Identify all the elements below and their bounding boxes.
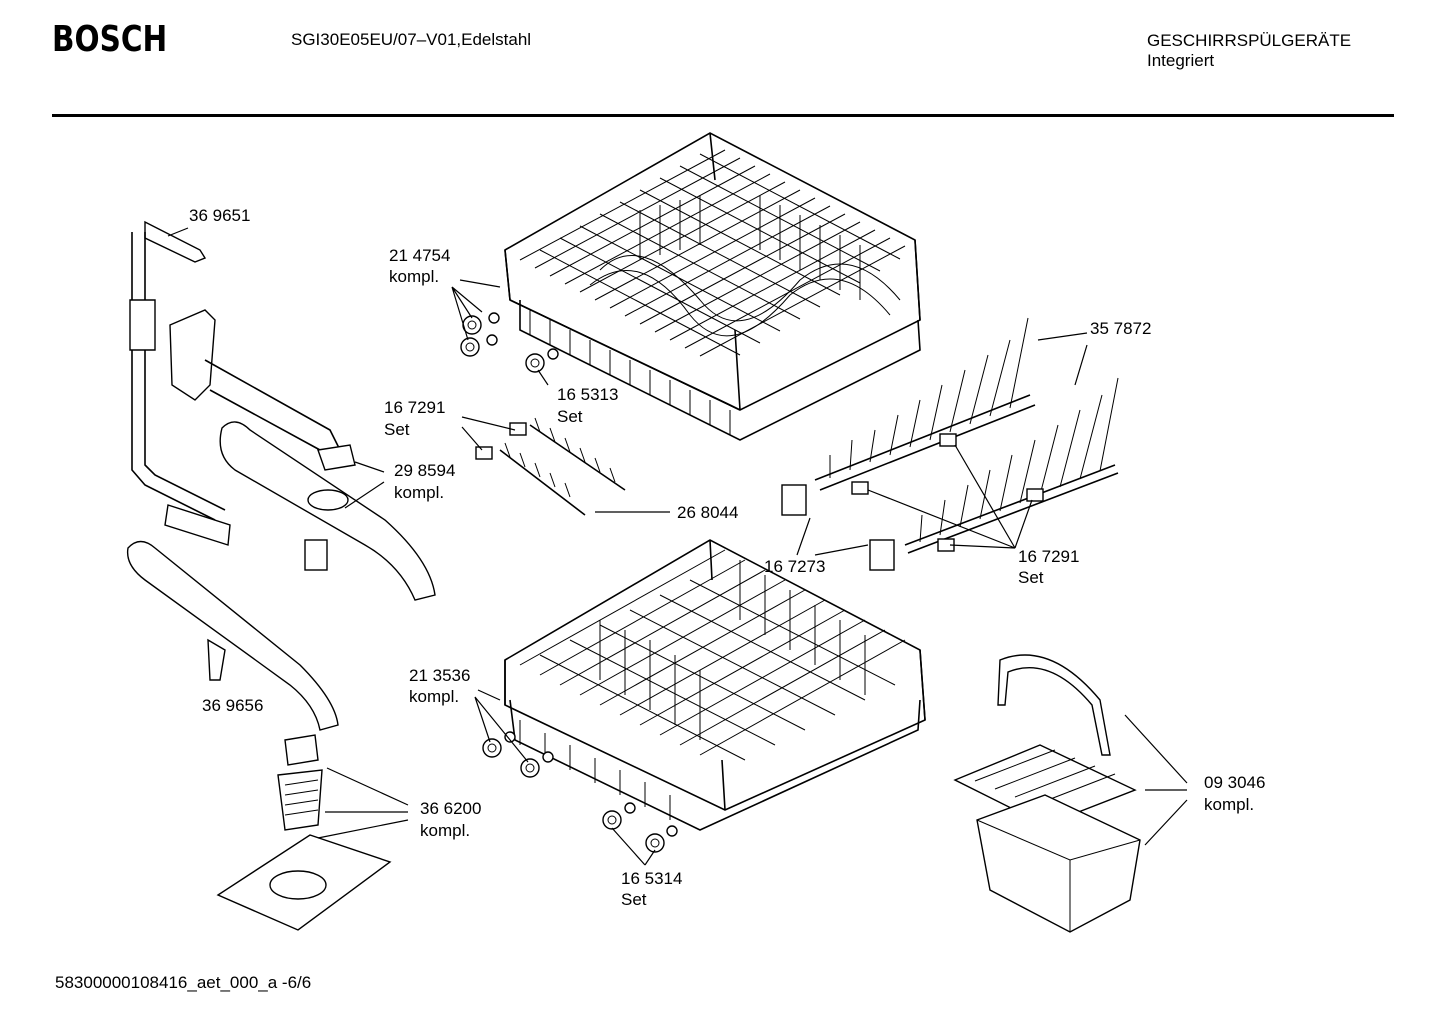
label-214754-sub: kompl.: [389, 267, 439, 286]
label-298594-sub: kompl.: [394, 483, 444, 502]
label-093046-sub: kompl.: [1204, 795, 1254, 814]
label-167291-a: 16 7291: [384, 398, 445, 417]
filter-366200: [216, 734, 392, 931]
category-subtitle: Integriert: [1147, 51, 1215, 70]
label-093046: 09 3046: [1204, 773, 1265, 792]
label-165314-sub: Set: [621, 890, 647, 909]
model-number: SGI30E05EU/07–V01,Edelstahl: [291, 30, 532, 49]
spray-arm-upper: [219, 421, 436, 601]
label-165313: 16 5313: [557, 385, 618, 404]
label-357872: 35 7872: [1090, 319, 1151, 338]
label-165313-sub: Set: [557, 407, 583, 426]
label-268044: 26 8044: [677, 503, 738, 522]
part-labels: 36 9651 21 4754 kompl. 16 5313 Set 35 78…: [189, 206, 1265, 909]
label-167273: 16 7273: [764, 557, 825, 576]
spray-arm-lower-369656: [126, 540, 339, 731]
upper-basket: [504, 132, 921, 441]
lower-wheels: [482, 731, 678, 853]
upper-rollers: [460, 312, 559, 373]
label-165314: 16 5314: [621, 869, 682, 888]
cutlery-basket-093046: [953, 654, 1141, 933]
rack-combs-357872: [814, 317, 1119, 554]
label-366200-sub: kompl.: [420, 821, 470, 840]
label-214754: 21 4754: [389, 246, 450, 265]
header-divider: [52, 114, 1394, 117]
label-213536-sub: kompl.: [409, 687, 459, 706]
spray-pipe-298594: [169, 309, 356, 471]
label-366200: 36 6200: [420, 799, 481, 818]
lower-basket: [504, 539, 926, 831]
label-298594: 29 8594: [394, 461, 455, 480]
label-167291-b: 16 7291: [1018, 547, 1079, 566]
leader-lines: [167, 227, 1188, 866]
category-title: GESCHIRRSPÜLGERÄTE: [1147, 31, 1352, 50]
label-369651: 36 9651: [189, 206, 250, 225]
document-id: 58300000108416_aet_000_a -6/6: [55, 973, 312, 992]
label-213536: 21 3536: [409, 666, 470, 685]
label-167291-b-sub: Set: [1018, 568, 1044, 587]
rack-clips: [475, 422, 1044, 571]
label-369656: 36 9656: [202, 696, 263, 715]
spray-pipe-369651: [129, 220, 231, 546]
comb-268044: [499, 417, 626, 516]
label-167291-a-sub: Set: [384, 420, 410, 439]
